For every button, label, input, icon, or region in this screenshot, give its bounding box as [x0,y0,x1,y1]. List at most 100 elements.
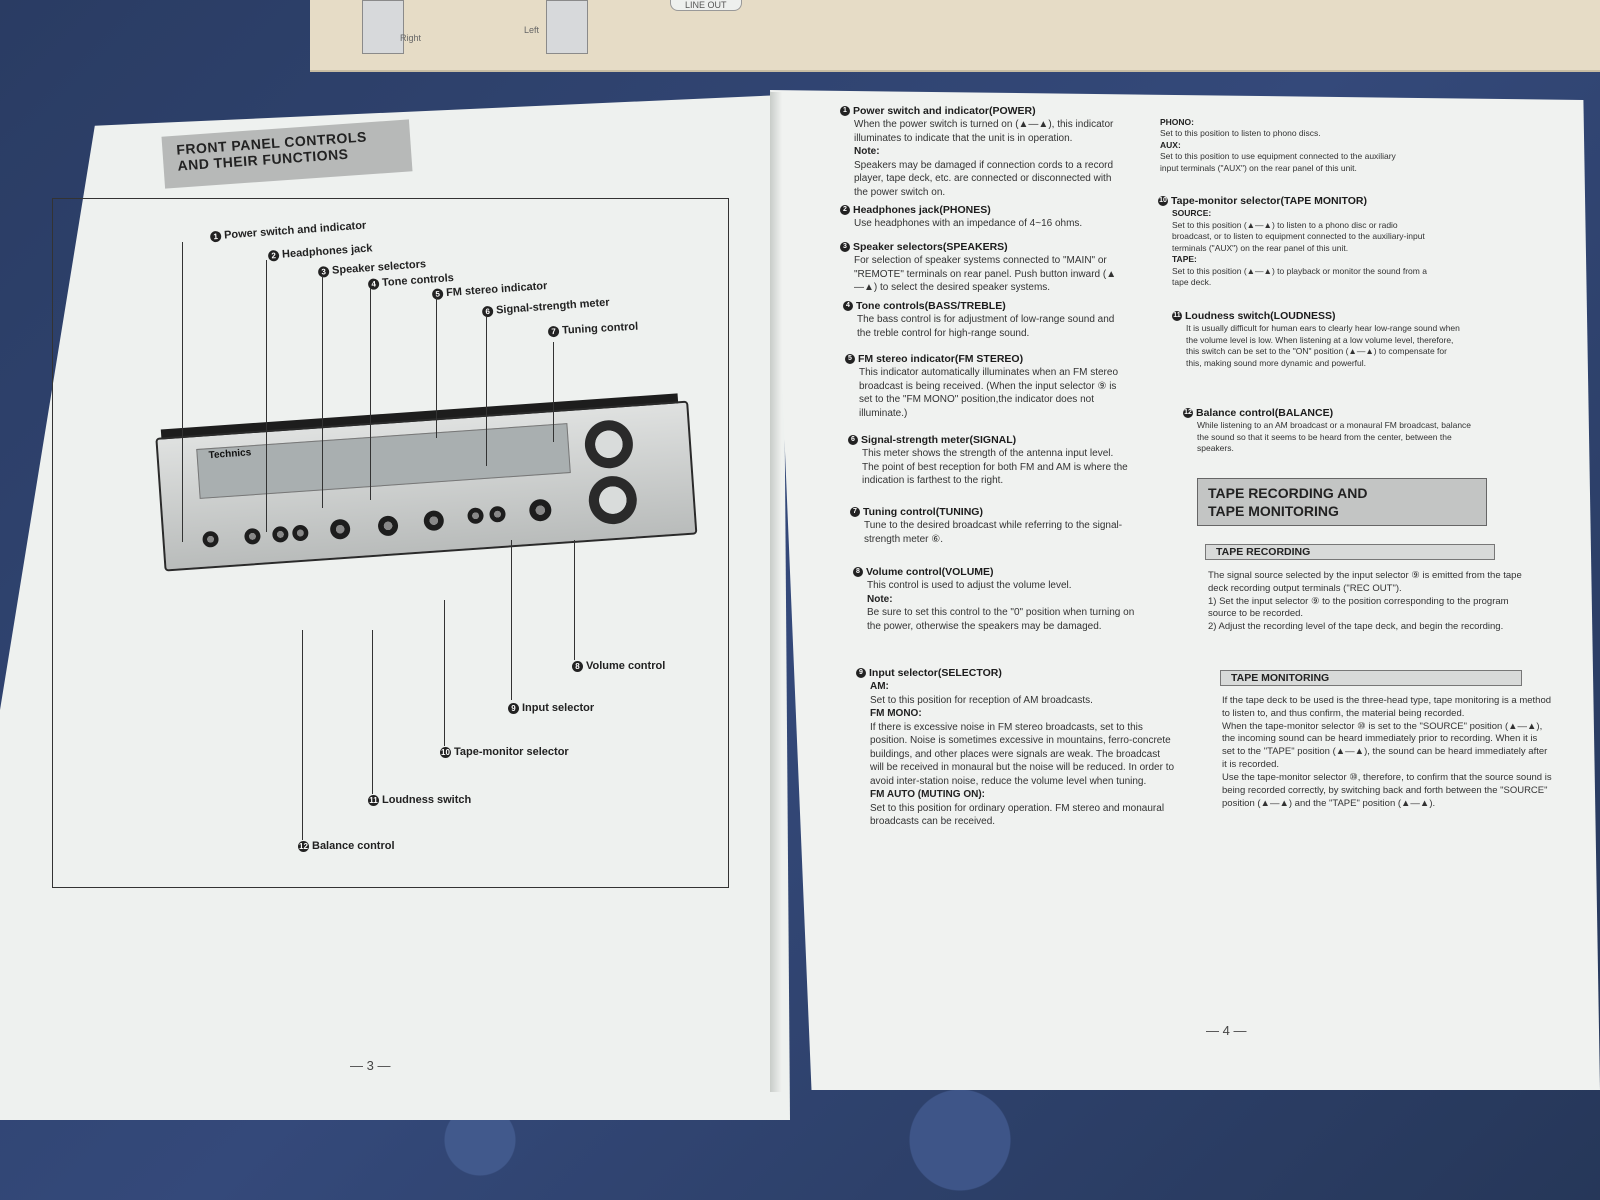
section-body: When the power switch is turned on (▲—▲)… [854,119,1114,144]
section-number: 3 [840,242,850,253]
source-label: SOURCE: [1172,208,1212,219]
note-label: Note: [854,146,880,158]
leader-line-5 [436,298,437,438]
right-page [770,90,1600,1090]
callout-label: Tape-monitor selector [454,746,569,758]
section-number: 2 [840,205,850,216]
tape-label: TAPE: [1172,254,1197,265]
left-page [0,95,790,1120]
section-title: Signal-strength meter(SIGNAL) [861,434,1017,446]
callout-number: 7 [547,325,560,337]
section-number: 6 [848,435,858,446]
callout-label: Input selector [522,702,595,714]
am-text: Set to this position for reception of AM… [870,694,1093,706]
tape-recording-subhead: TAPE RECORDING [1205,544,1495,560]
leader-line-4 [370,288,371,500]
section-number: 10 [1158,196,1168,207]
fm-mono-text: If there is excessive noise in FM stereo… [870,721,1175,787]
section-title: Speaker selectors(SPEAKERS) [853,241,1008,253]
section-body: This indicator automatically illuminates… [859,367,1118,419]
section-number: 8 [853,567,863,578]
leader-line-3 [322,276,323,508]
section-title: Volume control(VOLUME) [866,566,994,578]
tape-recording-body: The signal source selected by the input … [1208,570,1538,634]
leader-line-10 [444,600,445,746]
callout-number: 9 [508,702,519,714]
callout-label: Volume control [586,660,666,672]
section-title: Headphones jack(PHONES) [853,204,991,216]
note-label: Note: [867,593,893,605]
tape-heading-line-1: TAPE RECORDING AND [1208,485,1368,501]
mon-body-2: When the tape-monitor selector ⑩ is set … [1222,720,1548,771]
leader-line-2 [266,260,267,532]
callout-label: Balance control [312,840,395,852]
fm-auto-label: FM AUTO (MUTING ON): [870,789,985,801]
leader-line-12 [302,630,303,840]
tape-monitoring-subhead: TAPE MONITORING [1220,670,1522,686]
section-title: Tone controls(BASS/TREBLE) [856,300,1006,312]
top-sheet: Right Left LINE OUT [310,0,1600,72]
callout-number: 1 [209,230,222,243]
callout-number: 5 [431,287,444,300]
section-number: 5 [845,354,855,365]
phono-text: Set to this position to listen to phono … [1160,128,1321,139]
page-number-3: — 3 — [350,1058,391,1073]
speaker-panel-left [546,0,588,54]
mon-body-1: If the tape deck to be used is the three… [1222,695,1552,719]
callout-number: 3 [317,265,330,278]
tape-recording-heading: TAPE RECORDING AND TAPE MONITORING [1197,478,1487,526]
leader-line-8 [574,540,575,660]
tape-monitoring-body: If the tape deck to be used is the three… [1222,695,1552,810]
note-text: Be sure to set this control to the "0" p… [867,607,1135,632]
section-title: Tape-monitor selector(TAPE MONITOR) [1171,195,1368,207]
section-title: Input selector(SELECTOR) [869,667,1002,679]
section-body: For selection of speaker systems connect… [854,255,1117,294]
section-title: FM stereo indicator(FM STEREO) [858,353,1024,365]
section-body: Tune to the desired broadcast while refe… [864,520,1123,545]
label-left: Left [524,25,540,35]
leader-line-1 [182,242,183,542]
section-phono-aux: PHONO: Set to this position to listen to… [1160,117,1415,174]
rec-step-2: 2) Adjust the recording level of the tap… [1208,621,1504,633]
section-title: Tuning control(TUNING) [863,506,983,518]
leader-line-9 [511,540,512,700]
callout-number: 12 [298,840,309,852]
fm-mono-label: FM MONO: [870,708,922,720]
section-body: The bass control is for adjustment of lo… [857,314,1115,339]
diagram-frame [52,198,729,888]
page-number-4: — 4 — [1206,1023,1247,1038]
label-right: Right [400,33,422,43]
callout-number: 2 [267,249,280,262]
callout-number: 8 [572,660,583,672]
line-out-label: LINE OUT [670,0,742,11]
callout-number: 6 [481,305,494,318]
section-body: This meter shows the strength of the ant… [862,448,1128,487]
section-number: 11 [1172,311,1182,322]
rec-step-1: 1) Set the input selector ⑨ to the posit… [1208,595,1509,620]
section-title: Loudness switch(LOUDNESS) [1185,310,1336,322]
section-number: 9 [856,668,866,679]
section-body: This control is used to adjust the volum… [867,580,1072,592]
section-number: 7 [850,507,860,518]
callout-label: Loudness switch [382,794,472,806]
section-number: 12 [1183,408,1193,419]
am-label: AM: [870,681,889,693]
callout-number: 11 [368,794,379,806]
section-body: It is usually difficult for human ears t… [1186,323,1460,368]
aux-label: AUX: [1160,139,1181,150]
leader-line-7 [553,342,554,442]
speaker-panel-right [362,0,404,54]
source-text: Set to this position (▲—▲) to listen to … [1172,219,1425,253]
